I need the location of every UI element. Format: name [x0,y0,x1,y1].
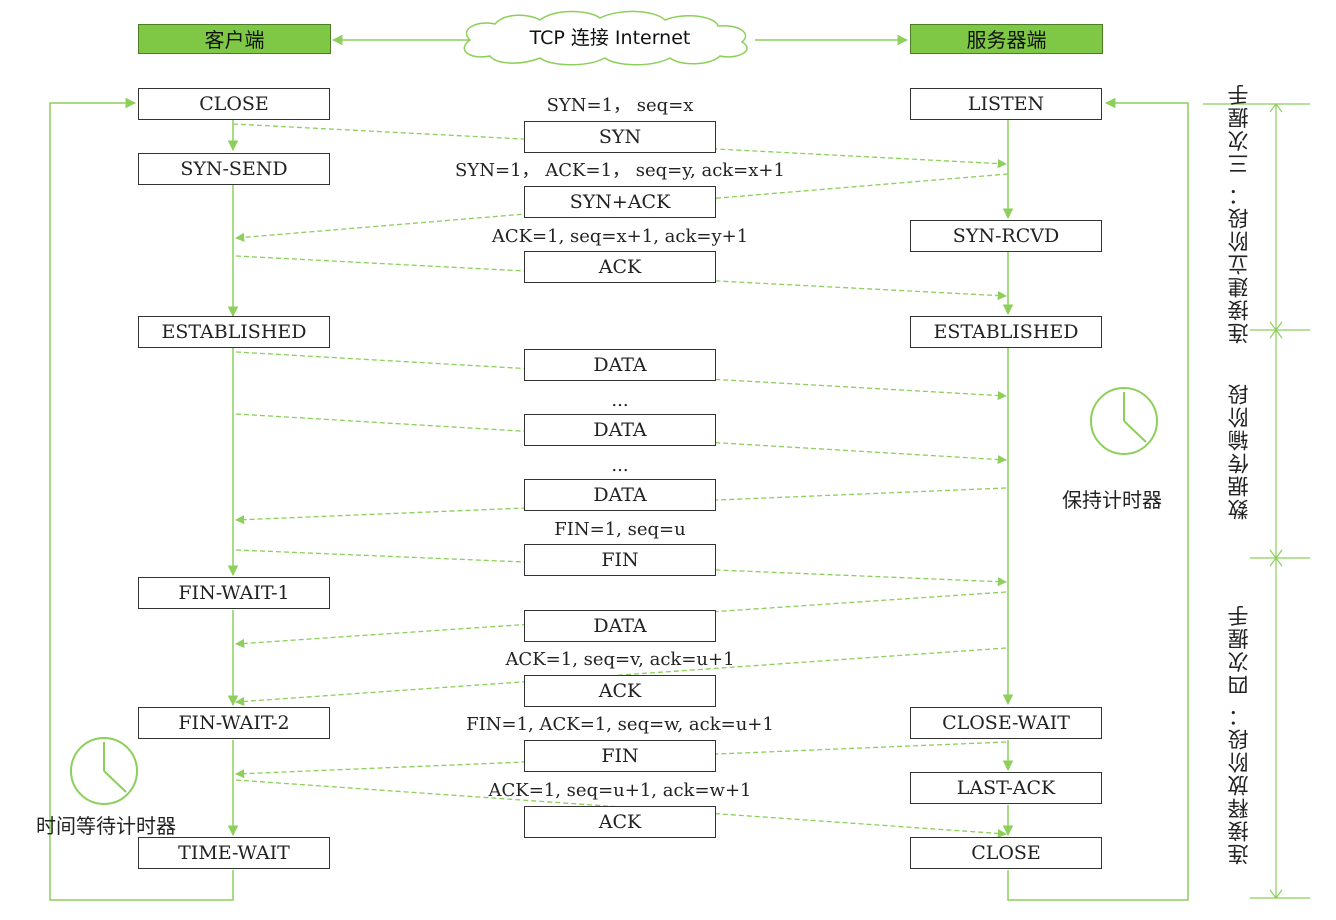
server-clock-icon [1090,387,1158,455]
client-state-fin-wait-1: FIN-WAIT-1 [138,577,330,609]
client-state-time-wait: TIME-WAIT [138,837,330,869]
time-wait-timer-label: 时间等待计时器 [36,814,176,838]
phase-brackets [1203,103,1310,899]
server-state-listen: LISTEN [910,88,1102,120]
message-fin: FIN [524,740,716,772]
message-syn-ack: SYN+ACK [524,186,716,218]
message-label: ACK=1, seq=x+1, ack=y+1 [491,226,749,247]
server-state-close: CLOSE [910,837,1102,869]
message-data: DATA [524,414,716,446]
client-state-fin-wait-2: FIN-WAIT-2 [138,707,330,739]
message-syn: SYN [524,121,716,153]
client-clock-icon [70,737,138,805]
message-data: DATA [524,479,716,511]
message-data: DATA [524,349,716,381]
phase-transfer: 数据传输阶段 [1227,382,1251,520]
message-label: ACK=1, seq=u+1, ack=w+1 [488,780,752,801]
server-state-close-wait: CLOSE-WAIT [910,707,1102,739]
client-header: 客户端 [138,24,331,54]
server-state-last-ack: LAST-ACK [910,772,1102,804]
phase-establish: 连接建立阶段： 三次握手 [1227,82,1251,344]
server-state-established: ESTABLISHED [910,316,1102,348]
message-label: ACK=1, seq=v, ack=u+1 [505,649,735,670]
message-fin: FIN [524,544,716,576]
message-ack: ACK [524,675,716,707]
message-label: SYN=1， seq=x [546,95,694,116]
loop-lines [49,97,1189,901]
message-ack: ACK [524,806,716,838]
server-state-syn-rcvd: SYN-RCVD [910,220,1102,252]
client-state-established: ESTABLISHED [138,316,330,348]
message-data: DATA [524,610,716,642]
keepalive-timer-label: 保持计时器 [1062,488,1162,512]
cloud-shape [463,10,748,66]
message-label: SYN=1， ACK=1， seq=y, ack=x+1 [455,160,785,181]
ellipsis: ... [611,455,629,476]
message-label: FIN=1, seq=u [554,519,686,540]
client-state-syn-send: SYN-SEND [138,153,330,185]
server-header: 服务器端 [910,24,1103,54]
phase-release: 连接释放阶段： 四次握手 [1227,603,1251,865]
message-ack: ACK [524,251,716,283]
message-label: FIN=1, ACK=1, seq=w, ack=u+1 [466,714,774,735]
network-label: TCP 连接 Internet [529,27,691,49]
ellipsis: ... [611,390,629,411]
client-state-close: CLOSE [138,88,330,120]
